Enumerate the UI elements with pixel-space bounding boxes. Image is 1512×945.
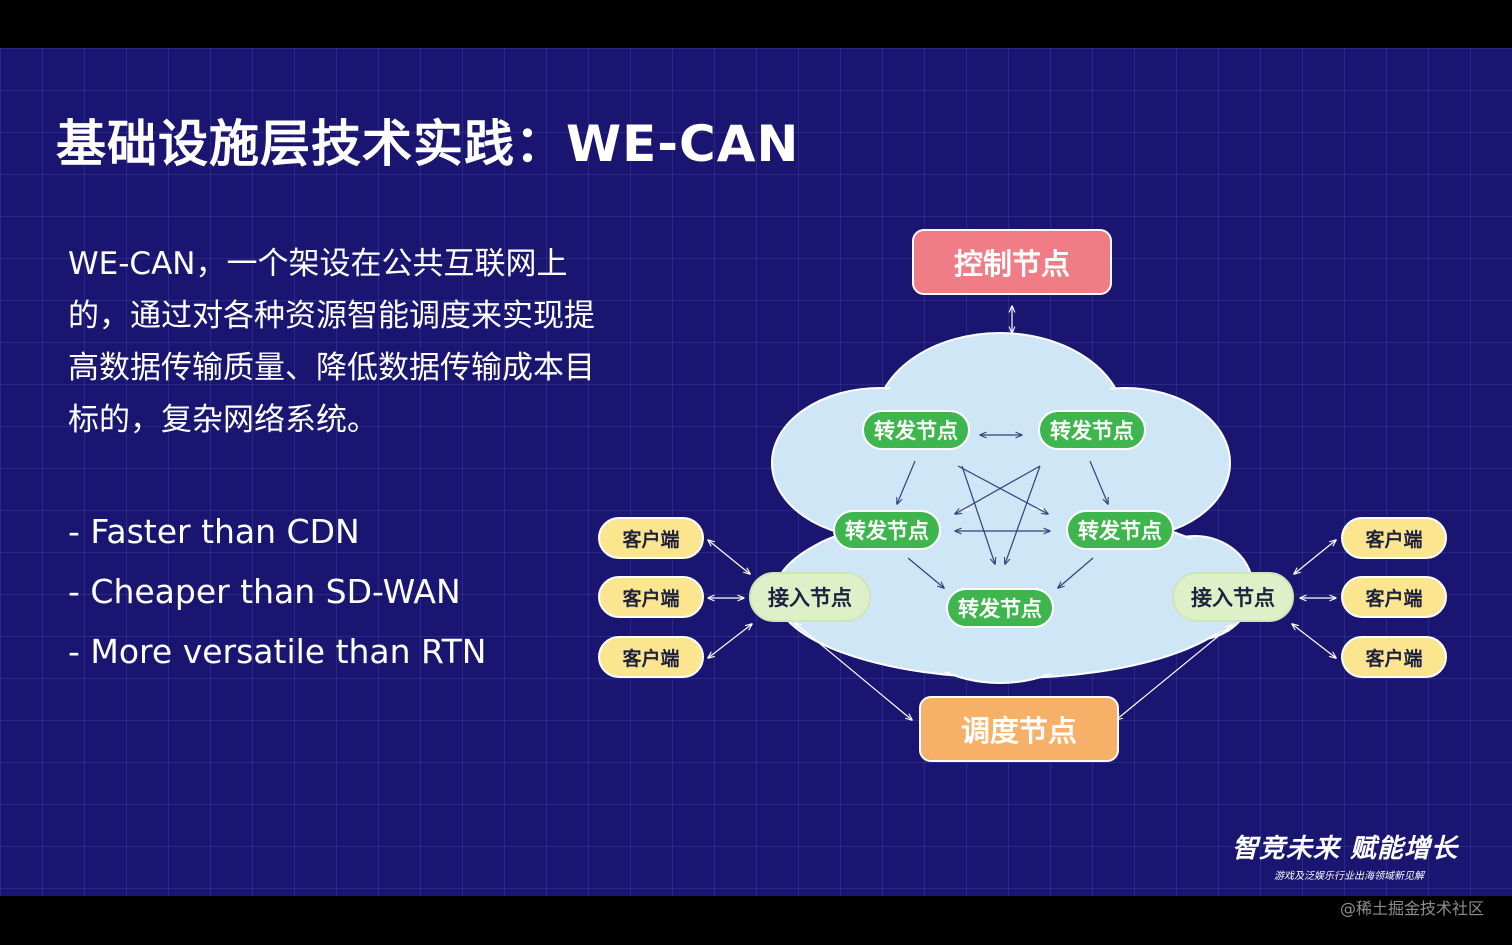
schedule-node: 调度节点 — [919, 696, 1119, 762]
event-logo: 智竞未来 赋能增长 游戏及泛娱乐行业出海领域新见解 — [1232, 828, 1482, 882]
logo-main-text: 智竞未来 赋能增长 — [1232, 834, 1459, 864]
relay-node: 转发节点 — [1038, 410, 1146, 450]
client-links — [708, 540, 1336, 658]
access-node-left: 接入节点 — [749, 572, 871, 622]
logo-sub-text: 游戏及泛娱乐行业出海领域新见解 — [1274, 871, 1424, 882]
relay-node: 转发节点 — [1066, 510, 1174, 550]
bullet-list: - Faster than CDN - Cheaper than SD-WAN … — [68, 508, 486, 688]
client-node: 客户端 — [1341, 576, 1447, 618]
schedule-links — [795, 623, 1232, 720]
access-node-right: 接入节点 — [1172, 572, 1294, 622]
relay-node: 转发节点 — [833, 510, 941, 550]
relay-node: 转发节点 — [862, 410, 970, 450]
control-node: 控制节点 — [912, 229, 1112, 295]
watermark: @稀土掘金技术社区 — [1339, 899, 1484, 918]
slide: 基础设施层技术实践：WE-CAN WE-CAN，一个架设在公共互联网上的，通过对… — [0, 48, 1512, 896]
bullet-item: - More versatile than RTN — [68, 632, 487, 671]
client-node: 客户端 — [598, 636, 704, 678]
description-text: WE-CAN，一个架设在公共互联网上的，通过对各种资源智能调度来实现提高数据传输… — [68, 246, 595, 438]
relay-links — [897, 435, 1108, 588]
client-node: 客户端 — [1341, 517, 1447, 559]
client-node: 客户端 — [598, 517, 704, 559]
diagram-connectors — [0, 48, 1512, 896]
page-title: 基础设施层技术实践：WE-CAN — [56, 115, 800, 173]
bullet-item: - Faster than CDN — [68, 512, 360, 551]
client-node: 客户端 — [1341, 636, 1447, 678]
bullet-item: - Cheaper than SD-WAN — [68, 572, 461, 611]
client-node: 客户端 — [598, 576, 704, 618]
network-diagram: 控制节点 调度节点 转发节点 转发节点 转发节点 转发节点 转发节点 接入节点 … — [0, 48, 1512, 896]
relay-node: 转发节点 — [946, 588, 1054, 628]
